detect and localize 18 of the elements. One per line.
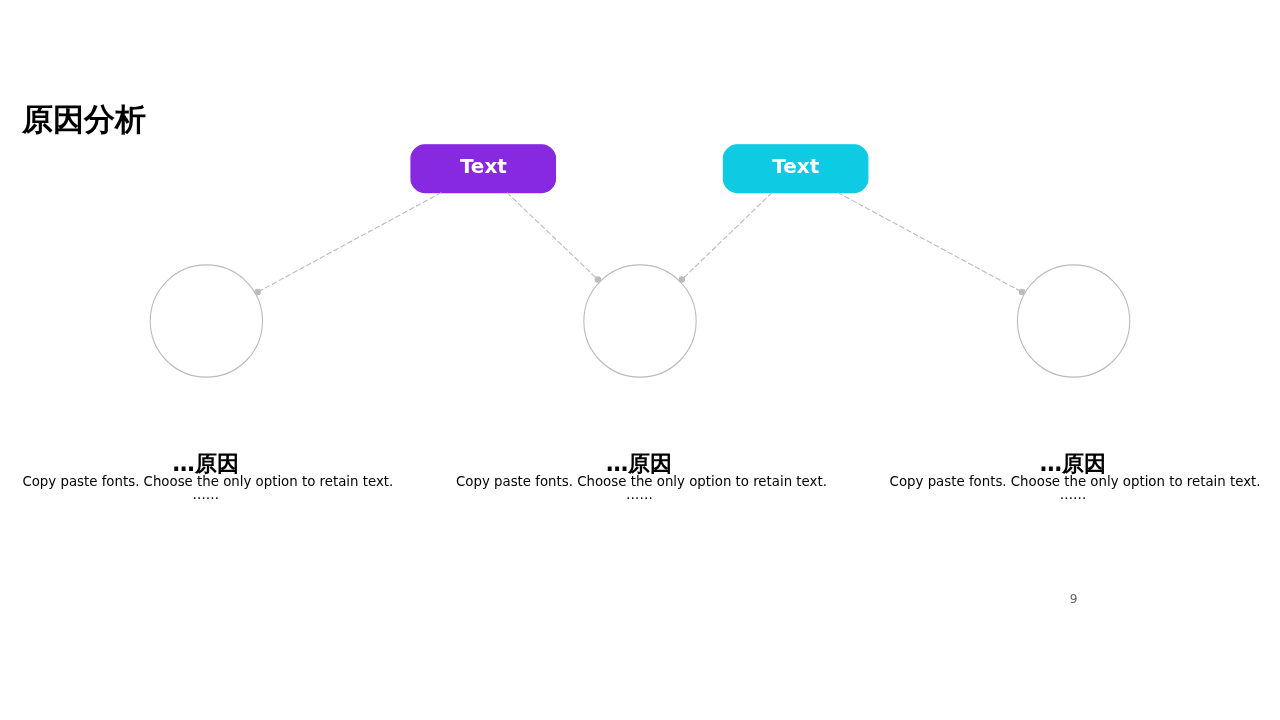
diagram-title: 原因分析 [22,100,147,137]
connector [678,191,773,283]
node-label: …… [192,486,220,502]
node-label: …… [626,486,653,502]
node-label: …原因 [1039,449,1106,476]
connector [254,191,442,295]
node-label: …原因 [172,449,239,476]
connector [506,191,602,283]
node-label: Copy paste fonts. Choose the only option to retain text. [455,473,827,489]
node-box: Text [722,143,869,193]
label: 9 [1069,591,1078,606]
node-label: Copy paste fonts. Choose the only option to retain text. [889,473,1261,489]
node-label: …… [1059,486,1087,502]
connector [837,191,1026,295]
node-box: Text [410,143,557,193]
node-label: Copy paste fonts. Choose the only option to retain text. [22,473,394,489]
node-label: …原因 [606,449,673,476]
node-circle [583,263,697,378]
